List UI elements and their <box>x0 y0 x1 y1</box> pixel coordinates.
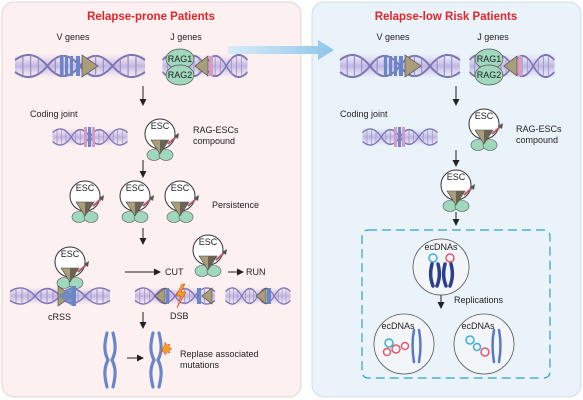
right-panel <box>311 1 582 398</box>
right-rag2-label: RAG2 <box>477 70 502 80</box>
svg-text:ESC: ESC <box>199 237 218 247</box>
right-rag-escs-label-1: RAG-ESCs <box>516 124 562 134</box>
v-genes-label: V genes <box>56 32 90 42</box>
svg-text:ESC: ESC <box>475 111 494 121</box>
left-panel-title: Relapse-prone Patients <box>87 11 215 23</box>
v-gene-segment <box>60 54 99 78</box>
ecdnas-label-top: ecDNAs <box>424 242 458 252</box>
crss-label: cRSS <box>48 312 71 322</box>
esc-complex-6: ESC <box>192 234 228 278</box>
esc-complex-1: ESC <box>144 118 180 162</box>
dsb-dna <box>134 283 216 309</box>
svg-text:ESC: ESC <box>171 183 190 193</box>
svg-text:ESC: ESC <box>61 249 80 259</box>
right-coding-joint-dna <box>361 127 439 147</box>
ecdna-cell-top: ecDNAs <box>412 238 470 296</box>
right-v-gene-segment <box>384 54 422 78</box>
right-v-genes-label: V genes <box>376 32 410 42</box>
right-panel-title: Relapse-low Risk Patients <box>375 11 518 23</box>
svg-text:ESC: ESC <box>126 183 145 193</box>
svg-text:ESC: ESC <box>447 172 466 182</box>
run-label: RUN <box>246 267 266 277</box>
transition-arrow <box>228 40 334 60</box>
right-esc-complex-1: ESC <box>468 108 504 152</box>
coding-joint-label: Coding joint <box>30 109 78 119</box>
right-coding-joint-label: Coding joint <box>340 109 388 119</box>
replications-label: Replications <box>454 295 504 305</box>
ecdna-box <box>361 229 551 379</box>
chromosome-mutated <box>149 331 173 389</box>
esc-complex-3: ESC <box>119 180 155 224</box>
esc-complex-5: ESC <box>54 246 90 290</box>
ecdna-cell-right: ecDNAs <box>453 313 515 375</box>
esc-complex-2: ESC <box>69 180 105 224</box>
right-j-gene-segment <box>503 55 522 77</box>
right-germline-dna <box>338 52 556 80</box>
rag-escs-compound-label-2: compound <box>193 136 235 146</box>
mutation-star-icon <box>160 341 173 356</box>
esc-complex-4: ESC <box>164 180 200 224</box>
right-j-genes-label: J genes <box>477 32 509 42</box>
esc-label: ESC <box>151 121 170 131</box>
dsb-bolt-icon <box>175 283 187 309</box>
rag-escs-compound-label-1: RAG-ESCs <box>193 125 239 135</box>
right-rag-complex: RAG1 RAG2 <box>474 48 504 86</box>
run-dna <box>224 286 292 306</box>
coding-joint-dna <box>51 127 129 147</box>
cut-label: CUT <box>165 267 184 277</box>
rag-complex: RAG1 RAG2 <box>165 48 195 86</box>
right-rag1-label: RAG1 <box>477 54 502 64</box>
crss-dna <box>9 285 111 307</box>
rag2-label: RAG2 <box>168 70 193 80</box>
chromosome-normal <box>103 331 117 389</box>
j-gene-segment <box>194 55 213 77</box>
mutations-label-2: mutations <box>180 360 220 370</box>
ecdna-cell-left: ecDNAs <box>373 313 435 375</box>
ecdnas-label-left: ecDNAs <box>381 321 415 331</box>
rag1-label: RAG1 <box>168 54 193 64</box>
right-esc-complex-2: ESC <box>440 169 476 213</box>
svg-text:ESC: ESC <box>76 183 95 193</box>
mutations-label-1: Replase associated <box>180 349 259 359</box>
dsb-label: DSB <box>170 311 189 321</box>
persistence-label: Persistence <box>212 200 259 210</box>
right-rag-escs-label-2: compound <box>516 135 558 145</box>
ecdnas-label-right: ecDNAs <box>461 321 495 331</box>
j-genes-label: J genes <box>170 32 202 42</box>
